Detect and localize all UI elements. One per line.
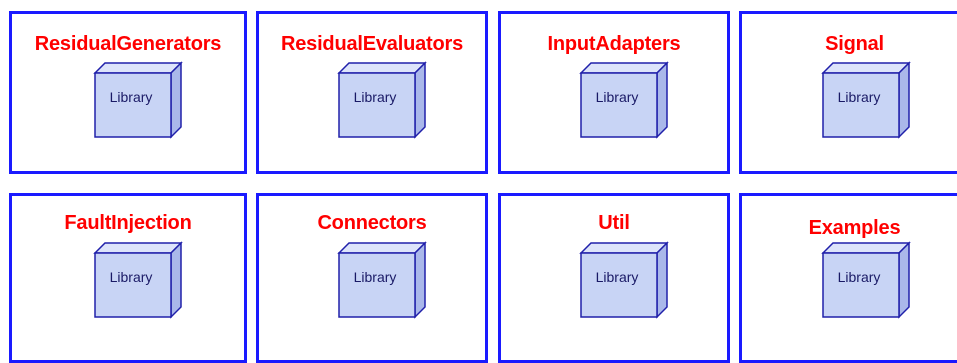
- library-cube-icon: Library: [337, 61, 427, 139]
- package-tile-fault-injection[interactable]: FaultInjection Library: [9, 193, 247, 363]
- package-tile-signal[interactable]: Signal Library: [739, 11, 957, 174]
- package-title: Examples: [808, 217, 901, 239]
- library-label: Library: [353, 89, 397, 105]
- package-title: Util: [598, 212, 630, 234]
- library-cube-icon: Library: [337, 241, 427, 319]
- package-grid: ResidualGenerators Library ResidualEvalu…: [9, 11, 957, 363]
- library-label: Library: [837, 89, 881, 105]
- package-tile-connectors[interactable]: Connectors Library: [256, 193, 488, 363]
- package-title: Connectors: [317, 212, 427, 234]
- package-tile-residual-evaluators[interactable]: ResidualEvaluators Library: [256, 11, 488, 174]
- library-cube-icon: Library: [821, 241, 911, 319]
- package-title: FaultInjection: [64, 212, 192, 234]
- package-tile-examples[interactable]: Examples Library: [739, 193, 957, 363]
- package-tile-residual-generators[interactable]: ResidualGenerators Library: [9, 11, 247, 174]
- package-title: InputAdapters: [547, 33, 681, 55]
- package-title: ResidualGenerators: [34, 33, 222, 55]
- library-cube-icon: Library: [93, 61, 183, 139]
- library-label: Library: [595, 89, 639, 105]
- library-cube-icon: Library: [93, 241, 183, 319]
- library-label: Library: [109, 269, 153, 285]
- package-title: ResidualEvaluators: [280, 33, 464, 55]
- library-label: Library: [109, 89, 153, 105]
- library-cube-icon: Library: [579, 61, 669, 139]
- library-cube-icon: Library: [821, 61, 911, 139]
- library-cube-icon: Library: [579, 241, 669, 319]
- package-title: Signal: [825, 33, 884, 55]
- library-label: Library: [595, 269, 639, 285]
- package-tile-util[interactable]: Util Library: [498, 193, 730, 363]
- library-label: Library: [353, 269, 397, 285]
- library-label: Library: [837, 269, 881, 285]
- package-tile-input-adapters[interactable]: InputAdapters Library: [498, 11, 730, 174]
